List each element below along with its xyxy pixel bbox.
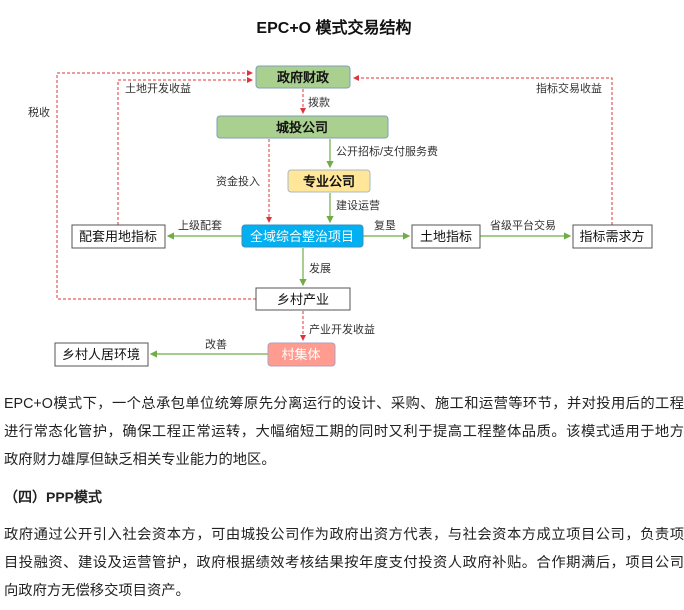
svg-text:政府财政: 政府财政 xyxy=(277,70,330,85)
label-tender-fee: 公开招标/支付服务费 xyxy=(336,144,438,158)
quota-trade-income-line xyxy=(353,75,613,225)
label-capital-input: 资金投入 xyxy=(216,174,260,188)
svg-text:专业公司: 专业公司 xyxy=(303,174,355,189)
node-specialist: 专业公司 xyxy=(287,169,371,193)
label-provincial-trade: 省级平台交易 xyxy=(490,218,556,232)
land-dev-income-line xyxy=(117,77,253,225)
ppp-description: 政府通过公开引入社会资本方，可由城投公司作为政府出资方代表，与社会资本方成立项目… xyxy=(4,521,684,605)
section-heading-ppp: （四）PPP模式 xyxy=(4,489,103,505)
label-quota-trade-income: 指标交易收益 xyxy=(536,81,602,95)
label-land-dev-income: 土地开发收益 xyxy=(125,81,191,95)
label-improve: 改善 xyxy=(205,337,227,351)
label-allocation: 拨款 xyxy=(308,95,330,109)
node-land-quota: 土地指标 xyxy=(411,224,481,249)
node-quota-demand: 指标需求方 xyxy=(572,224,653,249)
node-gov-finance: 政府财政 xyxy=(255,65,351,89)
node-supporting-land: 配套用地指标 xyxy=(71,224,166,249)
paragraph-line: 目投融资、建设及运营管护，政府根据绩效考核结果按年度支付投资人政府补贴。合作期满… xyxy=(4,555,684,571)
svg-text:指标需求方: 指标需求方 xyxy=(579,229,644,244)
label-build-operate: 建设运营 xyxy=(336,198,380,212)
svg-text:土地指标: 土地指标 xyxy=(420,229,472,244)
paragraph-line: 政府财力雄厚但缺乏相关专业能力的地区。 xyxy=(4,452,276,468)
epc-o-structure-diagram: EPC+O 模式交易结构 政府财政 城投公司 专业公司 全域综合整治项目 配套用 xyxy=(28,18,653,367)
tax-flow-line xyxy=(56,70,256,300)
paragraph-line: 进行常态化管护，确保工程正常运转，大幅缩短工期的同时又利于提高工程整体品质。该模… xyxy=(4,424,684,440)
node-rural-industry: 乡村产业 xyxy=(255,287,351,311)
label-upper-support: 上级配套 xyxy=(178,219,222,232)
label-develop: 发展 xyxy=(309,261,331,275)
svg-text:配套用地指标: 配套用地指标 xyxy=(79,229,157,244)
label-tax: 税收 xyxy=(28,105,50,119)
paragraph-line: 向政府方无偿移交项目资产。 xyxy=(4,583,190,599)
label-reclamation: 复垦 xyxy=(374,218,396,232)
node-chengtou: 城投公司 xyxy=(216,115,389,139)
svg-text:城投公司: 城投公司 xyxy=(276,120,328,135)
node-project: 全域综合整治项目 xyxy=(241,224,364,248)
svg-text:乡村产业: 乡村产业 xyxy=(277,292,329,307)
node-village-collective: 村集体 xyxy=(267,342,336,367)
label-industry-income: 产业开发收益 xyxy=(309,322,375,336)
node-rural-living: 乡村人居环境 xyxy=(54,342,149,367)
paragraph-line: 政府通过公开引入社会资本方，可由城投公司作为政府出资方代表，与社会资本方成立项目… xyxy=(4,527,684,543)
paragraph-line: EPC+O模式下，一个总承包单位统筹原先分离运行的设计、采购、施工和运营等环节，… xyxy=(4,396,684,412)
svg-text:全域综合整治项目: 全域综合整治项目 xyxy=(250,229,354,244)
epc-o-description: EPC+O模式下，一个总承包单位统筹原先分离运行的设计、采购、施工和运营等环节，… xyxy=(4,390,684,474)
svg-text:乡村人居环境: 乡村人居环境 xyxy=(62,347,140,362)
svg-text:村集体: 村集体 xyxy=(281,347,320,362)
diagram-title: EPC+O 模式交易结构 xyxy=(256,18,411,37)
